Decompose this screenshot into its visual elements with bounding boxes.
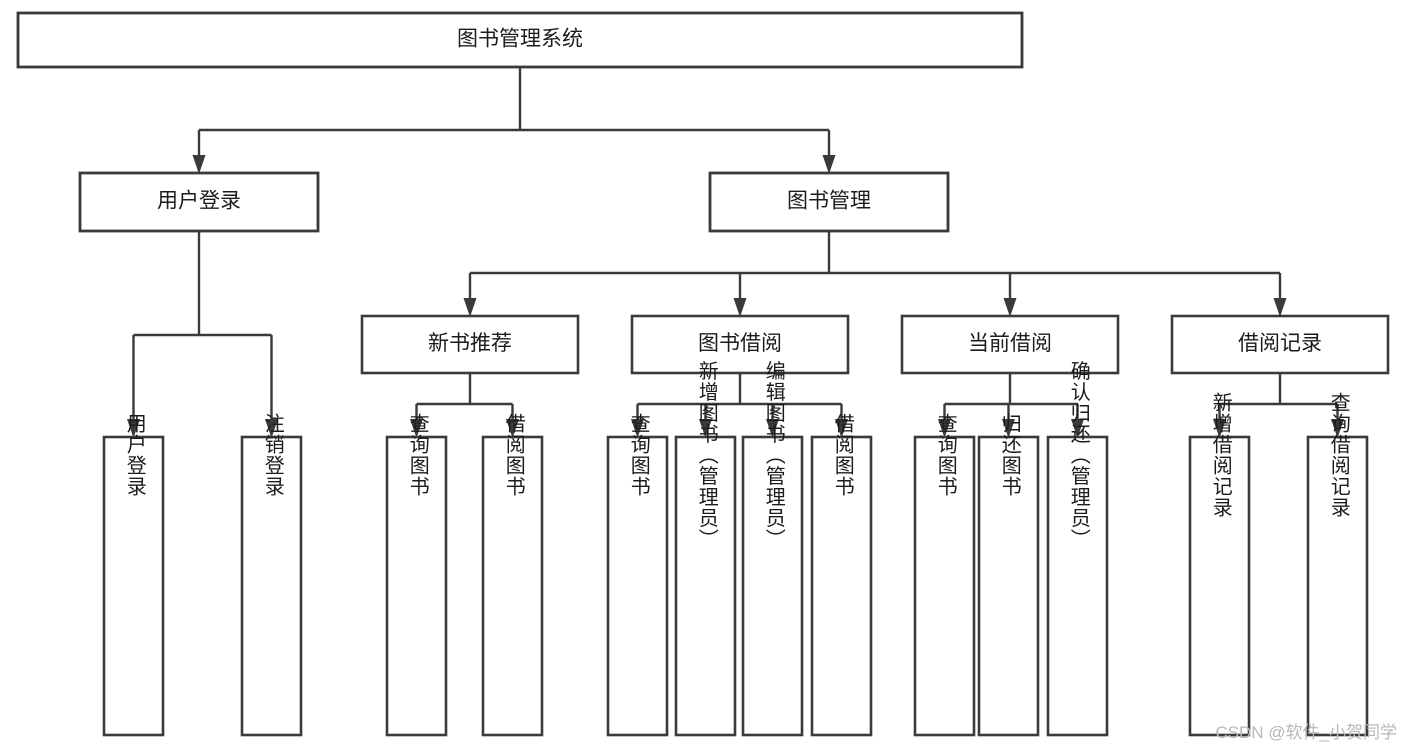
node-label: 查询借阅记录: [1327, 392, 1350, 518]
node-label: 借阅图书: [831, 413, 854, 497]
node-box[interactable]: [741, 435, 804, 737]
node-label: 编辑图书（管理员）: [762, 360, 785, 549]
node-box[interactable]: [481, 435, 544, 737]
connector-group: [463, 231, 1287, 317]
node-leaf-user-login[interactable]: 用户登录: [102, 413, 165, 737]
node-label: 新增借阅记录: [1209, 392, 1232, 518]
connector-group: [938, 373, 1084, 438]
node-label: 借阅图书: [502, 413, 525, 497]
node-label: 图书管理: [787, 190, 871, 213]
node-root[interactable]: 图书管理系统: [16, 11, 1024, 69]
node-box[interactable]: [16, 11, 1024, 69]
connector-group: [1213, 373, 1344, 438]
node-box[interactable]: [674, 435, 737, 737]
node-label: 查询图书: [627, 413, 650, 497]
node-label: 图书借阅: [698, 332, 782, 355]
node-box[interactable]: [810, 435, 873, 737]
node-box[interactable]: [78, 171, 320, 233]
node-box[interactable]: [240, 435, 303, 737]
node-label: 归还图书: [998, 413, 1021, 497]
node-label: 借阅记录: [1238, 332, 1322, 355]
connector-layer: [127, 67, 1344, 438]
node-label: 新增图书（管理员）: [695, 360, 718, 549]
node-box[interactable]: [102, 435, 165, 737]
node-n-user-login[interactable]: 用户登录: [78, 171, 320, 233]
node-box[interactable]: [630, 314, 850, 375]
node-leaf-return-book[interactable]: 归还图书: [977, 413, 1040, 737]
node-box[interactable]: [1306, 435, 1369, 737]
node-label: 确认归还（管理员）: [1067, 360, 1090, 549]
node-label: 注销登录: [261, 413, 284, 497]
node-n-book-mgmt[interactable]: 图书管理: [708, 171, 950, 233]
node-box[interactable]: [900, 314, 1120, 375]
node-leaf-add-record[interactable]: 新增借阅记录: [1188, 392, 1251, 737]
connector-group: [127, 231, 278, 438]
node-leaf-confirm-return[interactable]: 确认归还（管理员）: [1046, 360, 1109, 737]
node-box[interactable]: [708, 171, 950, 233]
node-label: 图书管理系统: [457, 28, 583, 51]
node-box[interactable]: [360, 314, 580, 375]
node-box[interactable]: [606, 435, 669, 737]
node-box[interactable]: [977, 435, 1040, 737]
node-label: 查询图书: [934, 413, 957, 497]
connector-group: [192, 67, 836, 174]
node-label: 查询图书: [406, 413, 429, 497]
node-n-current-borrow[interactable]: 当前借阅: [900, 314, 1120, 375]
node-leaf-user-logout[interactable]: 注销登录: [240, 413, 303, 737]
node-box[interactable]: [913, 435, 976, 737]
node-label: 用户登录: [123, 413, 146, 497]
connector-group: [410, 373, 519, 438]
node-box[interactable]: [1046, 435, 1109, 737]
node-n-borrow-record[interactable]: 借阅记录: [1170, 314, 1390, 375]
node-leaf-borrow-book-2[interactable]: 借阅图书: [810, 413, 873, 737]
node-leaf-borrow-book-1[interactable]: 借阅图书: [481, 413, 544, 737]
node-n-book-borrow[interactable]: 图书借阅: [630, 314, 850, 375]
connector-group: [631, 373, 848, 438]
node-n-new-book-rec[interactable]: 新书推荐: [360, 314, 580, 375]
node-label: 新书推荐: [428, 332, 512, 355]
node-leaf-query-book-3[interactable]: 查询图书: [913, 413, 976, 737]
node-leaf-edit-book[interactable]: 编辑图书（管理员）: [741, 360, 804, 737]
node-leaf-query-book-2[interactable]: 查询图书: [606, 413, 669, 737]
node-box[interactable]: [1170, 314, 1390, 375]
node-box[interactable]: [385, 435, 448, 737]
node-label: 用户登录: [157, 190, 241, 213]
node-box[interactable]: [1188, 435, 1251, 737]
node-leaf-query-book-1[interactable]: 查询图书: [385, 413, 448, 737]
csdn-watermark: CSDN @软件_小贺同学: [1215, 723, 1397, 742]
node-leaf-add-book[interactable]: 新增图书（管理员）: [674, 360, 737, 737]
node-layer: 图书管理系统用户登录图书管理新书推荐图书借阅当前借阅借阅记录用户登录注销登录查询…: [16, 11, 1390, 737]
node-label: 当前借阅: [968, 332, 1052, 355]
node-leaf-query-record[interactable]: 查询借阅记录: [1306, 392, 1369, 737]
